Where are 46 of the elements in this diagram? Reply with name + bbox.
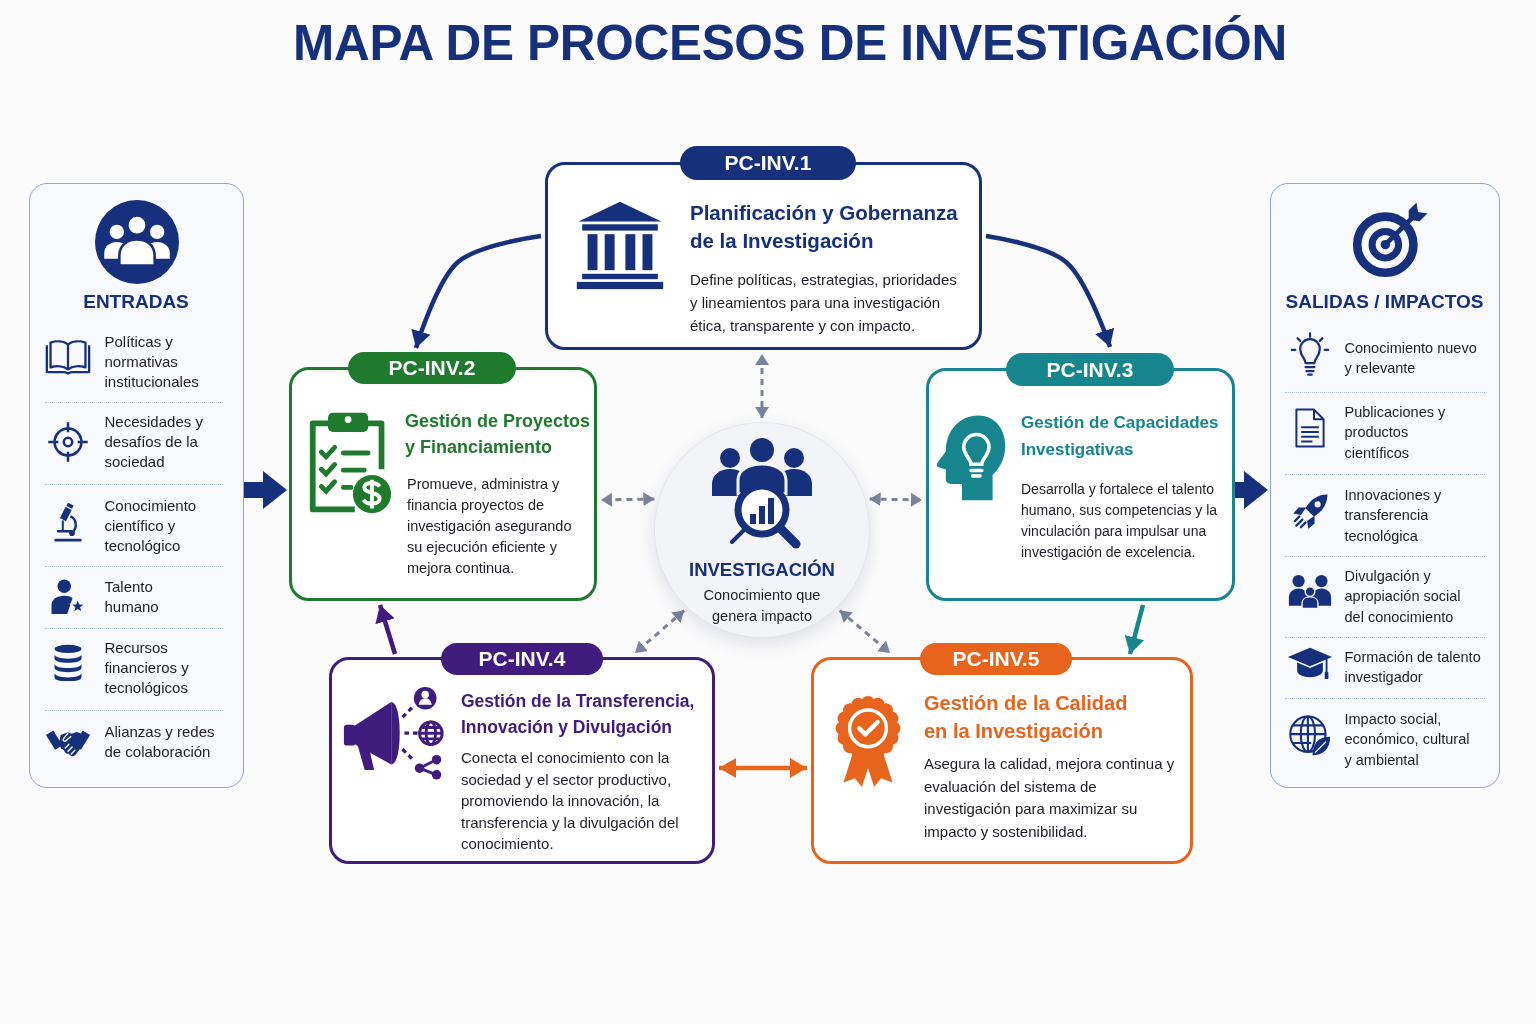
list-item-text: Conocimiento nuevo y relevante [1344, 338, 1478, 378]
hub-title: INVESTIGACIÓN [689, 558, 835, 582]
list-item-text: Políticas y normativas institucionales [104, 331, 200, 392]
panel-heading: SALIDAS / IMPACTOS [1285, 289, 1484, 314]
process-title: Gestión de la Calidad en la Investigación [924, 691, 1129, 744]
list-item-text: Publicaciones y productos científicos [1344, 402, 1447, 463]
process-code-tag: PC-INV.2 [348, 352, 516, 384]
block-arrow [244, 471, 287, 509]
list-item-text: Formación de talento investigador [1344, 647, 1482, 687]
dashed-double-arrow [755, 354, 769, 418]
process-description: Promueve, administra y financia proyectos de investigación asegurando su ejecución eficiente y mejora continua. [407, 475, 573, 578]
process-title: Gestión de la Transferencia, Innovación y Divulgación [461, 690, 696, 739]
process-description: Define políticas, estrategias, prioridades y lineamientos para una investigación ética, transparente y con impacto. [690, 270, 958, 336]
dashed-double-arrow [634, 609, 686, 655]
process-description: Conecta el conocimiento con la sociedad y el sector productivo, promoviendo la innovación, la transferencia y la divulgación del conocimiento. [461, 748, 680, 854]
dashed-double-arrow [869, 492, 923, 507]
side-panel [29, 183, 244, 788]
list-item-text: Alianzas y redes de colaboración [104, 721, 216, 762]
dashed-double-arrow [600, 492, 655, 507]
process-code-tag: PC-INV.4 [441, 643, 603, 675]
hub-subtitle: Conocimiento que genera impacto [702, 586, 822, 626]
process-code-tag: PC-INV.5 [920, 643, 1072, 675]
process-description: Asegura la calidad, mejora continua y evaluación del sistema de investigación para maximizar su impacto y sostenibilidad. [924, 754, 1176, 843]
list-item-text: Necesidades y desafíos de la sociedad [104, 411, 204, 472]
list-item-text: Divulgación y apropiación social del conocimiento [1344, 566, 1462, 627]
list-item-text: Impacto social, económico, cultural y ambiental [1344, 709, 1471, 770]
arrow [1124, 604, 1146, 655]
block-arrow [1235, 471, 1268, 509]
list-item-text: Talento humano [104, 576, 160, 617]
arrow [375, 604, 398, 655]
panel-heading: ENTRADAS [83, 289, 189, 314]
double-arrow [719, 758, 807, 778]
page-title: MAPA DE PROCESOS DE INVESTIGACIÓN [293, 14, 1287, 72]
process-code-tag: PC-INV.1 [680, 146, 856, 180]
list-item-text: Conocimiento científico y tecnológico [104, 495, 198, 556]
side-panel [1270, 183, 1500, 788]
curved-arrow [411, 233, 542, 349]
list-item-text: Recursos financieros y tecnológicos [104, 637, 190, 698]
dashed-double-arrow [838, 609, 891, 655]
list-item-text: Innovaciones y transferencia tecnológica [1344, 485, 1443, 546]
process-code-tag: PC-INV.3 [1006, 353, 1174, 386]
process-title: Gestión de Capacidades Investigativas [1021, 412, 1220, 461]
process-description: Desarrolla y fortalece el talento humano, sus competencias y la vinculación para impulsar una investigación de excelencia. [1021, 480, 1219, 562]
process-title: Gestión de Proyectos y Financiamiento [405, 410, 592, 459]
curved-arrow [985, 233, 1114, 348]
process-title: Planificación y Gobernanza de la Investigación [690, 200, 959, 254]
